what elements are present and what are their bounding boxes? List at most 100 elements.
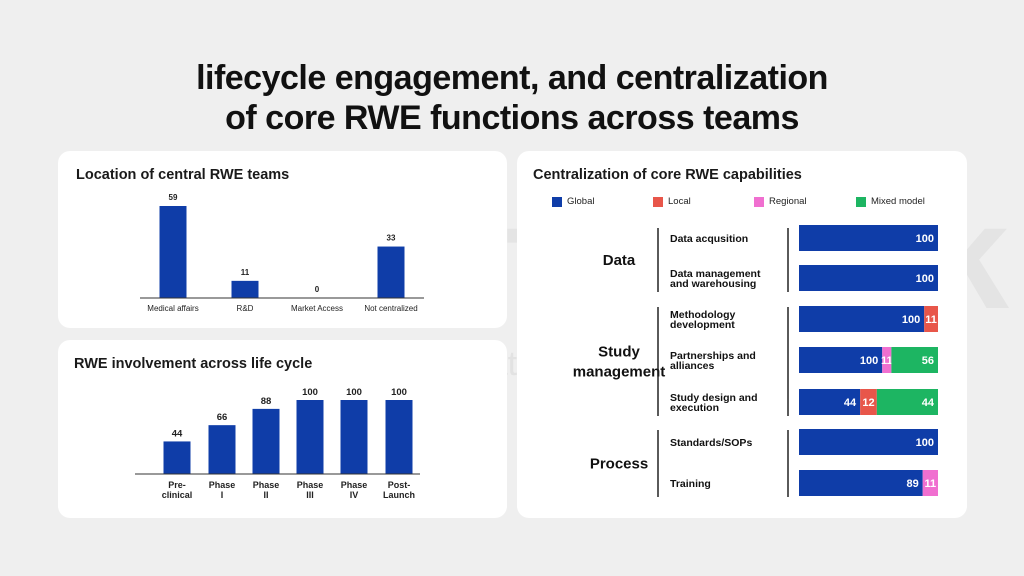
title-line-1: lifecycle engagement, and centralization (196, 59, 828, 97)
lifecycle-chart: 44Pre-clinical66PhaseI88PhaseII100PhaseI… (135, 387, 420, 500)
bar-lifecycle (208, 425, 236, 474)
bar-segment (876, 389, 938, 415)
bar-segment (891, 347, 938, 373)
bar-segment (799, 389, 861, 415)
group-label: Process (590, 456, 648, 473)
category-label: Phase (253, 480, 280, 490)
data-label: 0 (315, 285, 320, 294)
bar-segment (882, 347, 892, 373)
category-label: R&D (237, 304, 254, 313)
capability-card: Centralization of core RWE capabilities … (517, 151, 967, 518)
category-label: Market Access (291, 304, 343, 313)
data-label: 100 (391, 387, 407, 398)
segment-label: 44 (922, 397, 935, 409)
category-label: Pre- (168, 480, 186, 490)
page-title: lifecycle engagement, and centralization… (0, 58, 1024, 138)
data-label: 44 (172, 428, 183, 439)
bar-location (377, 246, 405, 298)
segment-label: 44 (844, 397, 857, 409)
bar-segment (799, 225, 938, 251)
data-label: 59 (169, 193, 178, 202)
capability-legend: Global Local Regional Mixed model (552, 196, 952, 212)
row-label: Standards/SOPs (670, 437, 752, 449)
category-label: I (221, 490, 224, 500)
segment-label: 11 (925, 478, 937, 490)
row-label: alliances (670, 360, 715, 372)
legend-label: Local (668, 196, 691, 207)
row-label: development (670, 319, 735, 331)
category-label: III (306, 490, 314, 500)
data-label: 33 (387, 234, 396, 243)
bar-segment (922, 470, 938, 496)
legend-label: Global (567, 196, 595, 207)
bar-segment (799, 429, 938, 455)
capability-card-title: Centralization of core RWE capabilities (533, 167, 802, 183)
segment-label: 100 (916, 233, 934, 245)
row-label: Data management (670, 268, 761, 280)
segment-label: 11 (925, 314, 937, 326)
location-card-title: Location of central RWE teams (76, 167, 290, 183)
category-label: Not centralized (364, 304, 417, 313)
row-label: Training (670, 478, 711, 490)
legend-item: Mixed model (856, 196, 925, 207)
bar-segment (799, 265, 938, 291)
bar-segment (924, 306, 938, 332)
bar-location (231, 280, 259, 298)
bar-lifecycle (385, 400, 413, 474)
title-line-2: of core RWE functions across teams (225, 99, 799, 137)
bar-segment (799, 347, 883, 373)
bar-lifecycle (163, 441, 191, 474)
segment-label: 100 (916, 273, 934, 285)
row-label: and warehousing (670, 278, 756, 290)
legend-item: Local (653, 196, 691, 207)
segment-label: 100 (902, 314, 920, 326)
group-label: Data (603, 252, 636, 269)
data-label: 88 (261, 396, 272, 407)
category-label: Launch (383, 490, 415, 500)
bar-lifecycle (252, 408, 280, 474)
bar-location (159, 206, 187, 298)
bar-segment (799, 306, 925, 332)
segment-label: 89 (906, 478, 918, 490)
legend-label: Mixed model (871, 196, 925, 207)
bar-lifecycle (340, 400, 368, 474)
row-label: Partnerships and (670, 350, 756, 362)
data-label: 11 (241, 268, 250, 277)
legend-swatch (552, 196, 562, 207)
category-label: Medical affairs (147, 304, 198, 313)
legend-swatch (754, 196, 764, 207)
legend-item: Regional (754, 196, 807, 207)
category-label: Phase (341, 480, 368, 490)
segment-label: 12 (862, 397, 874, 409)
legend-swatch (653, 196, 663, 207)
legend-label: Regional (769, 196, 807, 207)
group-label: Study (598, 344, 640, 361)
legend-swatch (856, 196, 866, 207)
category-label: IV (350, 490, 359, 500)
row-label: Methodology (670, 309, 735, 321)
category-label: Phase (209, 480, 236, 490)
legend-item: Global (552, 196, 594, 207)
bar-segment (799, 470, 923, 496)
segment-label: 56 (922, 355, 934, 367)
category-label: Phase (297, 480, 324, 490)
data-label: 66 (217, 412, 228, 423)
row-label: Study design and (670, 392, 758, 404)
lifecycle-card-title: RWE involvement across life cycle (74, 356, 313, 372)
segment-label: 100 (860, 355, 878, 367)
category-label: clinical (162, 490, 193, 500)
group-label: management (573, 364, 666, 381)
category-label: Post- (388, 480, 411, 490)
bar-lifecycle (296, 400, 324, 474)
category-label: II (263, 490, 268, 500)
data-label: 100 (346, 387, 362, 398)
row-label: execution (670, 402, 719, 414)
row-label: Data acqusition (670, 233, 748, 245)
bar-segment (860, 389, 877, 415)
data-label: 100 (302, 387, 318, 398)
segment-label: 11 (881, 355, 893, 367)
